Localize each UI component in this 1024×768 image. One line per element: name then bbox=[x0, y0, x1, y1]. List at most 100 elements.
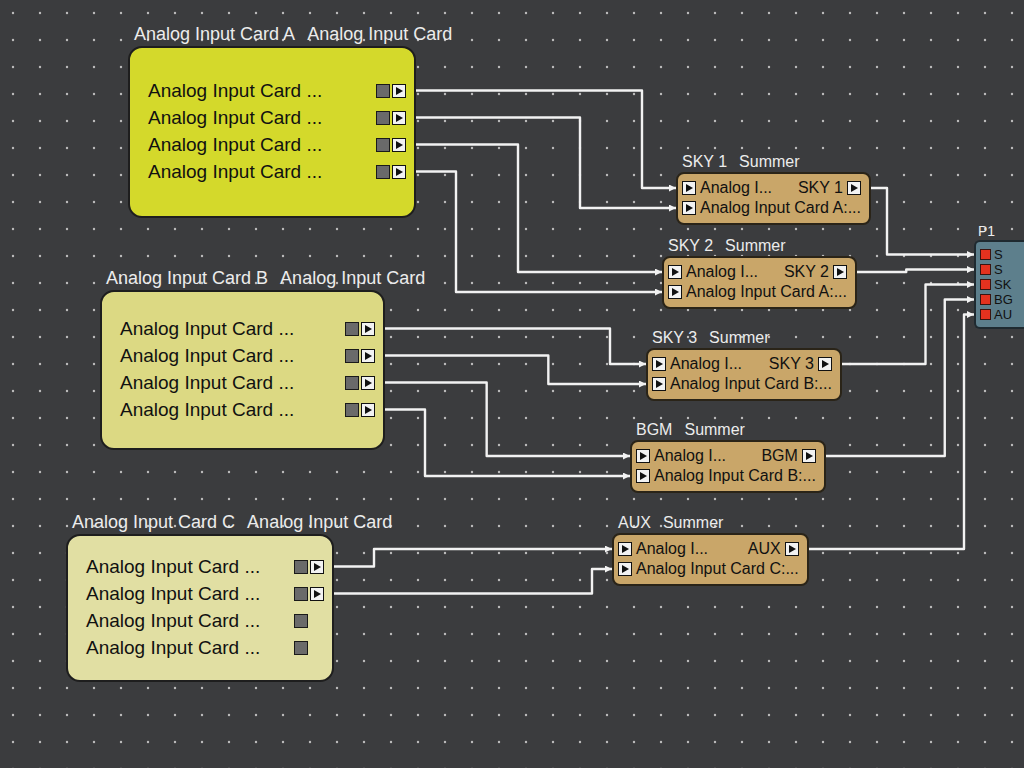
card-name: Analog Input Card A bbox=[134, 24, 295, 44]
input-port bbox=[652, 377, 666, 391]
port-label: Analog Input Card ... bbox=[120, 399, 294, 421]
input-port bbox=[668, 265, 682, 279]
port-icons bbox=[345, 376, 375, 390]
signal-wire bbox=[857, 270, 974, 273]
port-square bbox=[345, 349, 359, 363]
block-name: P1 bbox=[978, 223, 995, 239]
input-port bbox=[636, 449, 650, 463]
output-port bbox=[361, 403, 375, 417]
port-label: Analog Input Card ... bbox=[120, 372, 294, 394]
signal-wire bbox=[416, 172, 662, 293]
input-cell: Analog Input Card A:... bbox=[682, 199, 861, 217]
input-card-block: Analog Input Card AAnalog Input CardAnal… bbox=[128, 46, 416, 218]
signal-wire bbox=[842, 285, 974, 365]
card-type: Analog Input Card bbox=[307, 24, 452, 44]
port-icons bbox=[294, 614, 324, 628]
summer-name: AUX bbox=[618, 514, 651, 531]
input-cell: Analog Input Card A:... bbox=[668, 283, 847, 301]
heading-line: P1 bbox=[978, 223, 995, 239]
port-square bbox=[345, 403, 359, 417]
port-gap bbox=[310, 614, 324, 628]
port-row: Analog Input Card ... bbox=[120, 342, 375, 369]
port-row: Analog Input Card ... bbox=[120, 396, 375, 423]
input-port bbox=[618, 562, 632, 576]
input-port bbox=[668, 285, 682, 299]
port-icons bbox=[376, 84, 406, 98]
port-label: Analog Input Card ... bbox=[120, 318, 294, 340]
port-square bbox=[345, 322, 359, 336]
input-cell: Analog Input Card C:... bbox=[618, 560, 799, 578]
input-label: Analog Input Card B:... bbox=[670, 375, 832, 393]
port-square bbox=[294, 641, 308, 655]
port-square bbox=[376, 138, 390, 152]
output-label: AUX bbox=[748, 540, 781, 558]
output-port bbox=[310, 560, 324, 574]
input-label: BG bbox=[994, 292, 1013, 307]
port-label: Analog Input Card ... bbox=[148, 80, 322, 102]
output-port bbox=[392, 138, 406, 152]
port-icons bbox=[294, 641, 324, 655]
input-label: Analog Input Card B:... bbox=[654, 467, 816, 485]
heading-line: Analog Input Card A Analog Input Card bbox=[134, 24, 452, 45]
port-icons bbox=[345, 349, 375, 363]
input-port bbox=[980, 309, 991, 320]
port-square bbox=[376, 111, 390, 125]
port-square bbox=[294, 587, 308, 601]
card-name: Analog Input Card C bbox=[72, 512, 235, 532]
port-icons bbox=[376, 165, 406, 179]
summer-block: SKY 1SummerAnalog I...SKY 1Analog Input … bbox=[676, 172, 871, 225]
input-label: Analog I... bbox=[636, 540, 708, 558]
signal-wire bbox=[334, 569, 612, 594]
summer-block: SKY 3SummerAnalog I...SKY 3Analog Input … bbox=[646, 348, 842, 401]
output-port bbox=[361, 322, 375, 336]
heading-line: Analog Input Card CAnalog Input Card bbox=[72, 512, 392, 533]
heading-line: SKY 2Summer bbox=[668, 237, 786, 255]
port-square bbox=[376, 165, 390, 179]
port-label: Analog Input Card ... bbox=[148, 134, 322, 156]
port-row: Analog Input Card ... bbox=[148, 131, 406, 158]
input-card-block: Analog Input Card BAnalog Input CardAnal… bbox=[100, 290, 385, 450]
summer-block: SKY 2SummerAnalog I...SKY 2Analog Input … bbox=[662, 256, 857, 309]
port-gap bbox=[310, 641, 324, 655]
port-icons bbox=[376, 111, 406, 125]
port-square bbox=[294, 560, 308, 574]
input-row: S bbox=[980, 262, 1024, 277]
signal-wire bbox=[826, 300, 974, 457]
input-label: Analog I... bbox=[670, 355, 742, 373]
input-port bbox=[980, 294, 991, 305]
heading-line: SKY 1Summer bbox=[682, 153, 800, 171]
input-port bbox=[618, 542, 632, 556]
input-label: Analog I... bbox=[654, 447, 726, 465]
input-label: SK bbox=[994, 277, 1011, 292]
summer-type: Summer bbox=[663, 514, 723, 531]
input-label: S bbox=[994, 247, 1003, 262]
heading-line: Analog Input Card BAnalog Input Card bbox=[106, 268, 425, 289]
output-port bbox=[392, 111, 406, 125]
port-row: Analog Input Card ... bbox=[86, 634, 324, 661]
input-cell: Analog Input Card B:... bbox=[636, 467, 816, 485]
output-cell: SKY 2 bbox=[784, 263, 847, 281]
output-port bbox=[392, 84, 406, 98]
port-square bbox=[376, 84, 390, 98]
output-block: P1SSSKBGAU bbox=[974, 240, 1024, 329]
output-port bbox=[392, 165, 406, 179]
port-label: Analog Input Card ... bbox=[86, 583, 260, 605]
port-label: Analog Input Card ... bbox=[86, 556, 260, 578]
port-label: Analog Input Card ... bbox=[148, 161, 322, 183]
port-icons bbox=[345, 403, 375, 417]
output-port bbox=[818, 357, 832, 371]
input-label: Analog Input Card A:... bbox=[686, 283, 847, 301]
summer-name: SKY 3 bbox=[652, 329, 697, 346]
port-row: Analog Input Card ... bbox=[120, 369, 375, 396]
summer-name: BGM bbox=[636, 421, 672, 438]
signal-wire bbox=[871, 188, 974, 255]
input-port bbox=[682, 201, 696, 215]
input-label: S bbox=[994, 262, 1003, 277]
input-port bbox=[980, 264, 991, 275]
input-port bbox=[652, 357, 666, 371]
output-cell: BGM bbox=[761, 447, 815, 465]
signal-wire bbox=[416, 145, 662, 273]
